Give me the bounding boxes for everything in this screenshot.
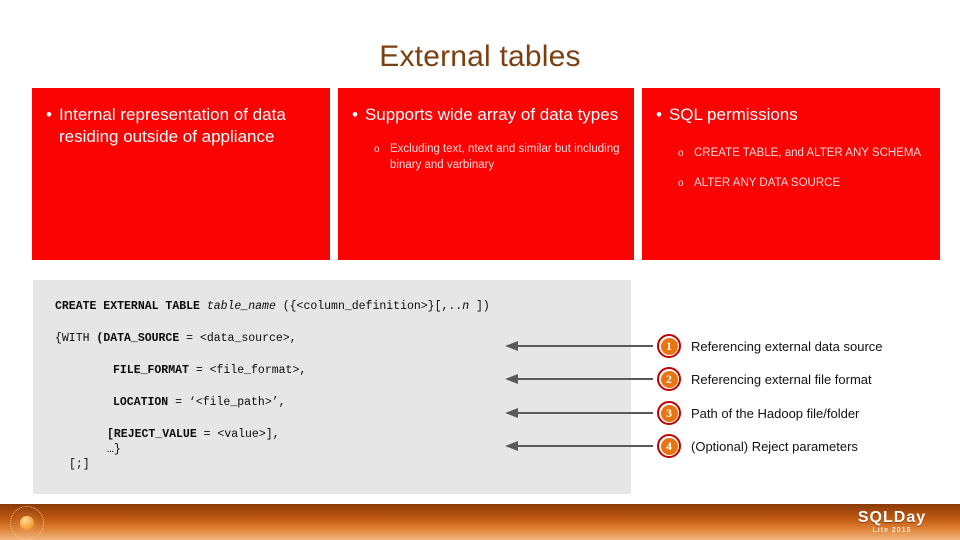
sub-bullet-item: o Excluding text, ntext and similar but … xyxy=(374,142,620,174)
sql-syntax-code-block: CREATE EXTERNAL TABLE table_name ({<colu… xyxy=(33,280,631,494)
callout-label-2: Referencing external file format xyxy=(691,371,872,387)
sqlday-logo-main: SQLDay xyxy=(857,508,927,526)
sub-bullet-text: Excluding text, ntext and similar but in… xyxy=(390,143,620,172)
feature-box-internal-representation: • Internal representation of data residi… xyxy=(32,88,330,260)
callout-number: 2 xyxy=(660,370,678,388)
code-keyword: CREATE EXTERNAL TABLE xyxy=(55,300,207,313)
callout-label-3: Path of the Hadoop file/folder xyxy=(691,405,860,421)
bullet-dot-icon: • xyxy=(656,105,662,124)
feature-box-data-types: • Supports wide array of data types o Ex… xyxy=(338,88,634,260)
code-line-terminator: [;] xyxy=(69,458,90,471)
sub-bullet-item: o ALTER ANY DATA SOURCE xyxy=(678,176,926,192)
code-keyword: (DATA_SOURCE xyxy=(96,332,180,345)
code-line-data-source: {WITH (DATA_SOURCE = <data_source>, xyxy=(55,332,621,345)
callout-list: 1 Referencing external data source 2 Ref… xyxy=(505,331,955,467)
bullet-item: • SQL permissions xyxy=(656,104,926,126)
callout-number: 1 xyxy=(660,337,678,355)
code-identifier-n: n xyxy=(462,300,470,313)
sub-bullet-list: o Excluding text, ntext and similar but … xyxy=(352,142,620,174)
sqlday-logo: SQLDay Lite 2015 xyxy=(832,506,952,538)
bullet-text: Supports wide array of data types xyxy=(364,105,619,124)
code-line-create-external-table: CREATE EXTERNAL TABLE table_name ({<colu… xyxy=(55,300,621,313)
bullet-text: SQL permissions xyxy=(668,105,798,124)
arrow-left-icon xyxy=(505,340,653,352)
arrow-left-icon xyxy=(505,373,653,385)
callout-badge-4: 4 xyxy=(657,434,681,458)
callout-badge-1: 1 xyxy=(657,334,681,358)
bullet-item: • Internal representation of data residi… xyxy=(46,104,316,149)
code-keyword: FILE_FORMAT xyxy=(113,364,189,377)
page-title: External tables xyxy=(379,40,581,73)
callout-row-2: 2 Referencing external file format xyxy=(505,364,955,394)
bullet-circle-icon: o xyxy=(678,148,684,160)
code-text: = ‘<file_path>’, xyxy=(168,396,286,409)
callout-number: 4 xyxy=(660,437,678,455)
callout-row-4: 4 (Optional) Reject parameters xyxy=(505,431,955,461)
code-line-location: LOCATION = ‘<file_path>’, xyxy=(55,396,621,409)
code-line-ellipsis: …} xyxy=(107,443,121,456)
code-line-file-format: FILE_FORMAT = <file_format>, xyxy=(55,364,621,377)
seal-core xyxy=(20,516,34,530)
code-text: = <data_source>, xyxy=(179,332,297,345)
arrow-left-icon xyxy=(505,407,653,419)
bullet-dot-icon: • xyxy=(352,105,358,124)
seal-logo-icon xyxy=(10,506,44,540)
code-text: ]) xyxy=(469,300,490,313)
arrow-left-icon xyxy=(505,440,653,452)
code-keyword: [REJECT_VALUE xyxy=(107,428,197,441)
bullet-text: Internal representation of data residing… xyxy=(58,105,286,147)
code-line-reject-value: [REJECT_VALUE = <value>], xyxy=(55,428,621,441)
bullet-circle-icon: o xyxy=(374,144,380,156)
feature-box-sql-permissions: • SQL permissions o CREATE TABLE, and AL… xyxy=(642,88,940,260)
code-identifier: table_name xyxy=(206,300,276,313)
code-text: ({<column_definition>}[,.. xyxy=(275,300,463,313)
callout-badge-3: 3 xyxy=(657,401,681,425)
callout-label-1: Referencing external data source xyxy=(691,338,883,354)
footer-bar xyxy=(0,504,960,540)
sub-bullet-text: CREATE TABLE, and ALTER ANY SCHEMA xyxy=(694,147,922,160)
callout-row-3: 3 Path of the Hadoop file/folder xyxy=(505,398,955,428)
sqlday-logo-sub: Lite 2015 xyxy=(872,526,912,534)
bullet-circle-icon: o xyxy=(678,178,684,190)
callout-badge-2: 2 xyxy=(657,367,681,391)
bullet-dot-icon: • xyxy=(46,105,52,124)
code-keyword: LOCATION xyxy=(113,396,169,409)
bullet-item: • Supports wide array of data types xyxy=(352,104,620,126)
callout-number: 3 xyxy=(660,404,678,422)
sub-bullet-list: o CREATE TABLE, and ALTER ANY SCHEMA o A… xyxy=(656,146,926,192)
code-text: = <value>], xyxy=(196,428,280,441)
callout-label-4: (Optional) Reject parameters xyxy=(691,438,858,454)
sub-bullet-item: o CREATE TABLE, and ALTER ANY SCHEMA xyxy=(678,146,926,162)
feature-box-row: • Internal representation of data residi… xyxy=(32,88,940,260)
sub-bullet-text: ALTER ANY DATA SOURCE xyxy=(694,177,841,190)
callout-row-1: 1 Referencing external data source xyxy=(505,331,955,361)
code-text: {WITH xyxy=(55,332,97,345)
code-text: = <file_format>, xyxy=(188,364,307,377)
